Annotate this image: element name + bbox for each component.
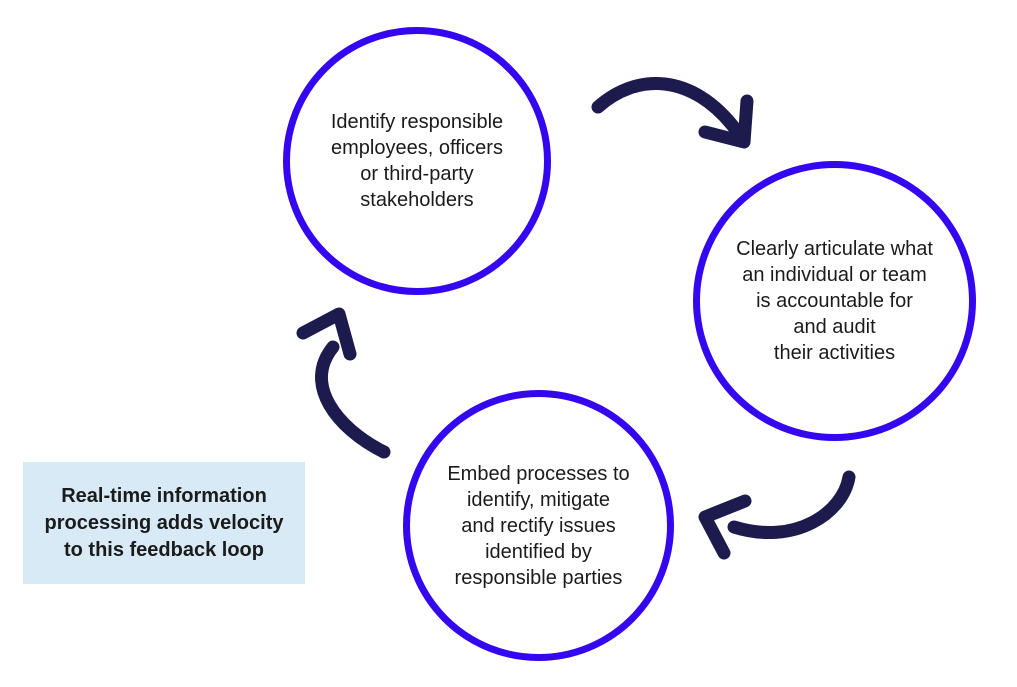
info-box-text: Real-time information processing adds ve… [44,484,284,561]
circle-articulate-accountability-label: Clearly articulate what an individual or… [736,238,933,364]
circle-identify-stakeholders: Identify responsible employees, officers… [283,27,551,295]
circle-articulate-accountability: Clearly articulate what an individual or… [693,161,976,441]
curved-arrow-up-icon [296,307,391,459]
circle-identify-stakeholders-label: Identify responsible employees, officers… [330,111,504,211]
curved-arrow-down-right-icon [591,77,754,149]
info-box: Real-time information processing adds ve… [23,462,305,584]
circle-embed-processes: Embed processes to identify, mitigate an… [403,390,674,661]
curved-arrow-left-icon [698,470,856,560]
circle-embed-processes-label: Embed processes to identify, mitigate an… [447,462,630,589]
